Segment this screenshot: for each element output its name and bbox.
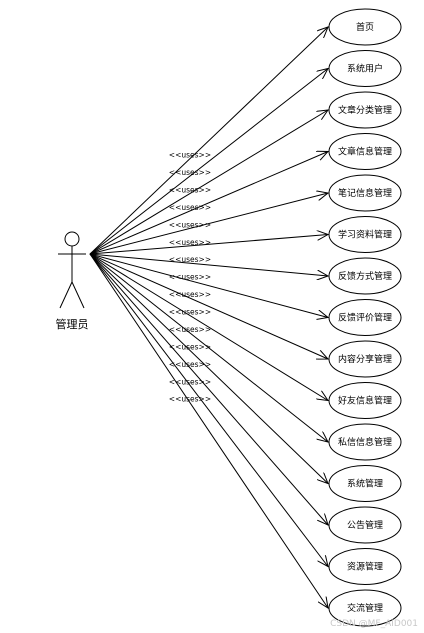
use-case-ellipse-14: [328, 548, 402, 585]
uses-link-13: [89, 253, 328, 525]
uses-link-6: [89, 235, 328, 255]
uses-label-8: <<uses>>: [169, 273, 211, 282]
uses-link-3: [89, 110, 328, 255]
use-case-label-12: 系统管理: [347, 478, 383, 490]
uses-label-3: <<uses>>: [169, 186, 211, 195]
uses-label-6: <<uses>>: [169, 238, 211, 247]
use-case-ellipse-2: [328, 50, 402, 87]
use-case-label-5: 笔记信息管理: [338, 187, 392, 199]
uses-label-14: <<uses>>: [169, 377, 211, 386]
use-cases: 首页系统用户文章分类管理文章信息管理笔记信息管理学习资料管理反馈方式管理反馈评价…: [328, 8, 402, 627]
use-case-label-1: 首页: [356, 21, 374, 33]
uses-link-11: [89, 253, 328, 442]
watermark: CSDN @MF_AID001: [330, 619, 418, 629]
uses-label-10: <<uses>>: [169, 308, 211, 317]
use-case-ellipse-12: [328, 465, 402, 502]
uses-label-15: <<uses>>: [169, 395, 211, 404]
use-case-ellipse-10: [328, 382, 402, 419]
uses-label-9: <<uses>>: [169, 290, 211, 299]
use-case-ellipse-7: [328, 257, 402, 295]
uses-link-7: [89, 253, 328, 276]
use-case-ellipse-1: [328, 8, 402, 46]
actor-label: 管理员: [56, 317, 89, 331]
use-case-label-4: 文章信息管理: [338, 146, 392, 158]
uses-links: <<uses>> <<uses>> <<uses>> <<uses>> <<uses>>…: [89, 27, 328, 608]
actor: 管理员: [56, 231, 89, 331]
uses-link-12: [89, 253, 328, 484]
use-case-label-6: 学习资料管理: [338, 229, 392, 241]
use-case-label-11: 私信信息管理: [338, 436, 392, 448]
use-case-ellipse-8: [328, 299, 402, 336]
uses-link-5: [89, 193, 328, 255]
use-case-ellipse-13: [328, 506, 402, 544]
use-case-label-7: 反馈方式管理: [338, 270, 392, 282]
use-case-label-8: 反馈评价管理: [338, 312, 392, 324]
use-case-ellipse-9: [328, 340, 402, 378]
use-case-ellipse-11: [328, 423, 402, 461]
actor-leg-left: [59, 281, 73, 309]
uses-label-5: <<uses>>: [169, 220, 211, 229]
uses-link-10: [89, 253, 328, 401]
uses-label-11: <<uses>>: [169, 325, 211, 334]
actor-leg-right: [71, 281, 85, 309]
use-case-label-9: 内容分享管理: [338, 353, 392, 365]
uses-label-1: <<uses>>: [169, 151, 211, 160]
use-case-ellipse-6: [328, 216, 402, 253]
uses-label-13: <<uses>>: [169, 360, 211, 369]
use-case-ellipse-4: [328, 133, 402, 170]
use-case-label-14: 资源管理: [347, 561, 383, 573]
use-case-label-15: 交流管理: [347, 602, 383, 614]
uses-label-12: <<uses>>: [169, 342, 211, 351]
use-case-ellipse-15: [328, 589, 402, 627]
uses-link-15: [89, 253, 328, 608]
use-case-ellipse-5: [328, 174, 402, 212]
actor-head: [64, 231, 80, 247]
use-case-label-10: 好友信息管理: [338, 395, 392, 407]
uses-link-1: [89, 27, 328, 255]
uses-label-7: <<uses>>: [169, 255, 211, 264]
uses-link-8: [89, 253, 328, 318]
uses-label-4: <<uses>>: [169, 203, 211, 212]
use-case-label-13: 公告管理: [347, 519, 383, 531]
uses-link-4: [89, 152, 328, 255]
uses-link-2: [89, 69, 328, 255]
uses-link-14: [89, 253, 328, 567]
use-case-label-3: 文章分类管理: [338, 104, 392, 116]
use-case-label-2: 系统用户: [347, 63, 383, 75]
uses-link-9: [89, 253, 328, 359]
uses-label-2: <<uses>>: [169, 168, 211, 177]
use-case-ellipse-3: [328, 91, 402, 129]
